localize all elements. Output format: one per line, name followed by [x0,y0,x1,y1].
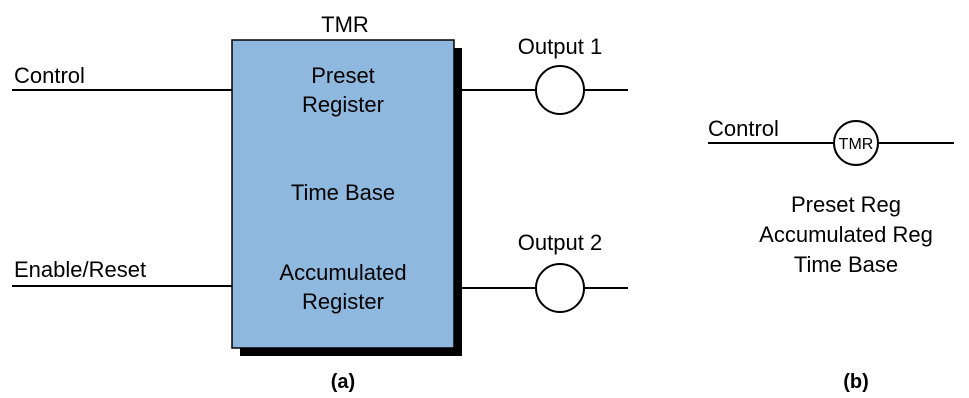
caption-b: (b) [843,371,869,393]
preset-register-label-line2: Register [302,92,384,117]
tmr-coil-label: TMR [839,136,874,153]
output2-coil [535,263,585,313]
symbol-accumulated-reg: Accumulated Reg [759,222,933,247]
block-title: TMR [321,12,369,37]
control-input-label: Control [14,63,85,88]
accumulated-register-label-line2: Register [302,289,384,314]
timer-block [231,39,455,349]
preset-register-label-line1: Preset [311,63,375,88]
timer-symbol: Control TMR Preset Reg Accumulated Reg T… [708,116,954,393]
time-base-label: Time Base [291,180,395,205]
output1-coil [535,65,585,115]
output2-label: Output 2 [518,230,602,255]
symbol-time-base: Time Base [794,252,898,277]
caption-a: (a) [331,371,355,393]
timer-block-diagram: TMR Preset Register Time Base Accumulate… [12,12,628,393]
symbol-control-label: Control [708,116,779,141]
accumulated-register-label-line1: Accumulated [279,260,406,285]
output1-label: Output 1 [518,34,602,59]
symbol-preset-reg: Preset Reg [791,192,901,217]
enable-reset-input-label: Enable/Reset [14,257,146,282]
